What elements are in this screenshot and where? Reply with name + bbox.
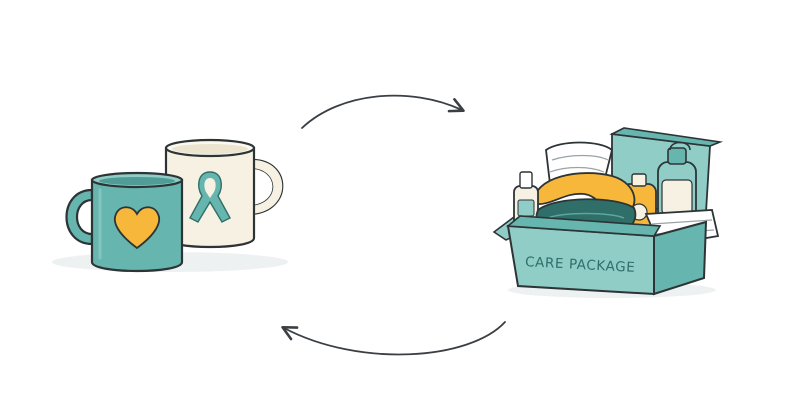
- care-package-label: CARE PACKAGE: [525, 254, 636, 276]
- mugs-illustration: [52, 138, 288, 273]
- cream-mug: [164, 138, 284, 249]
- teal-mug: [65, 171, 184, 273]
- curved-arrow-left-icon: [281, 321, 506, 356]
- care-package-box-illustration: CARE PACKAGE: [492, 127, 724, 298]
- awareness-ribbon-icon: [189, 171, 231, 223]
- heart-icon: [114, 206, 160, 250]
- curved-arrow-right-icon: [301, 94, 465, 129]
